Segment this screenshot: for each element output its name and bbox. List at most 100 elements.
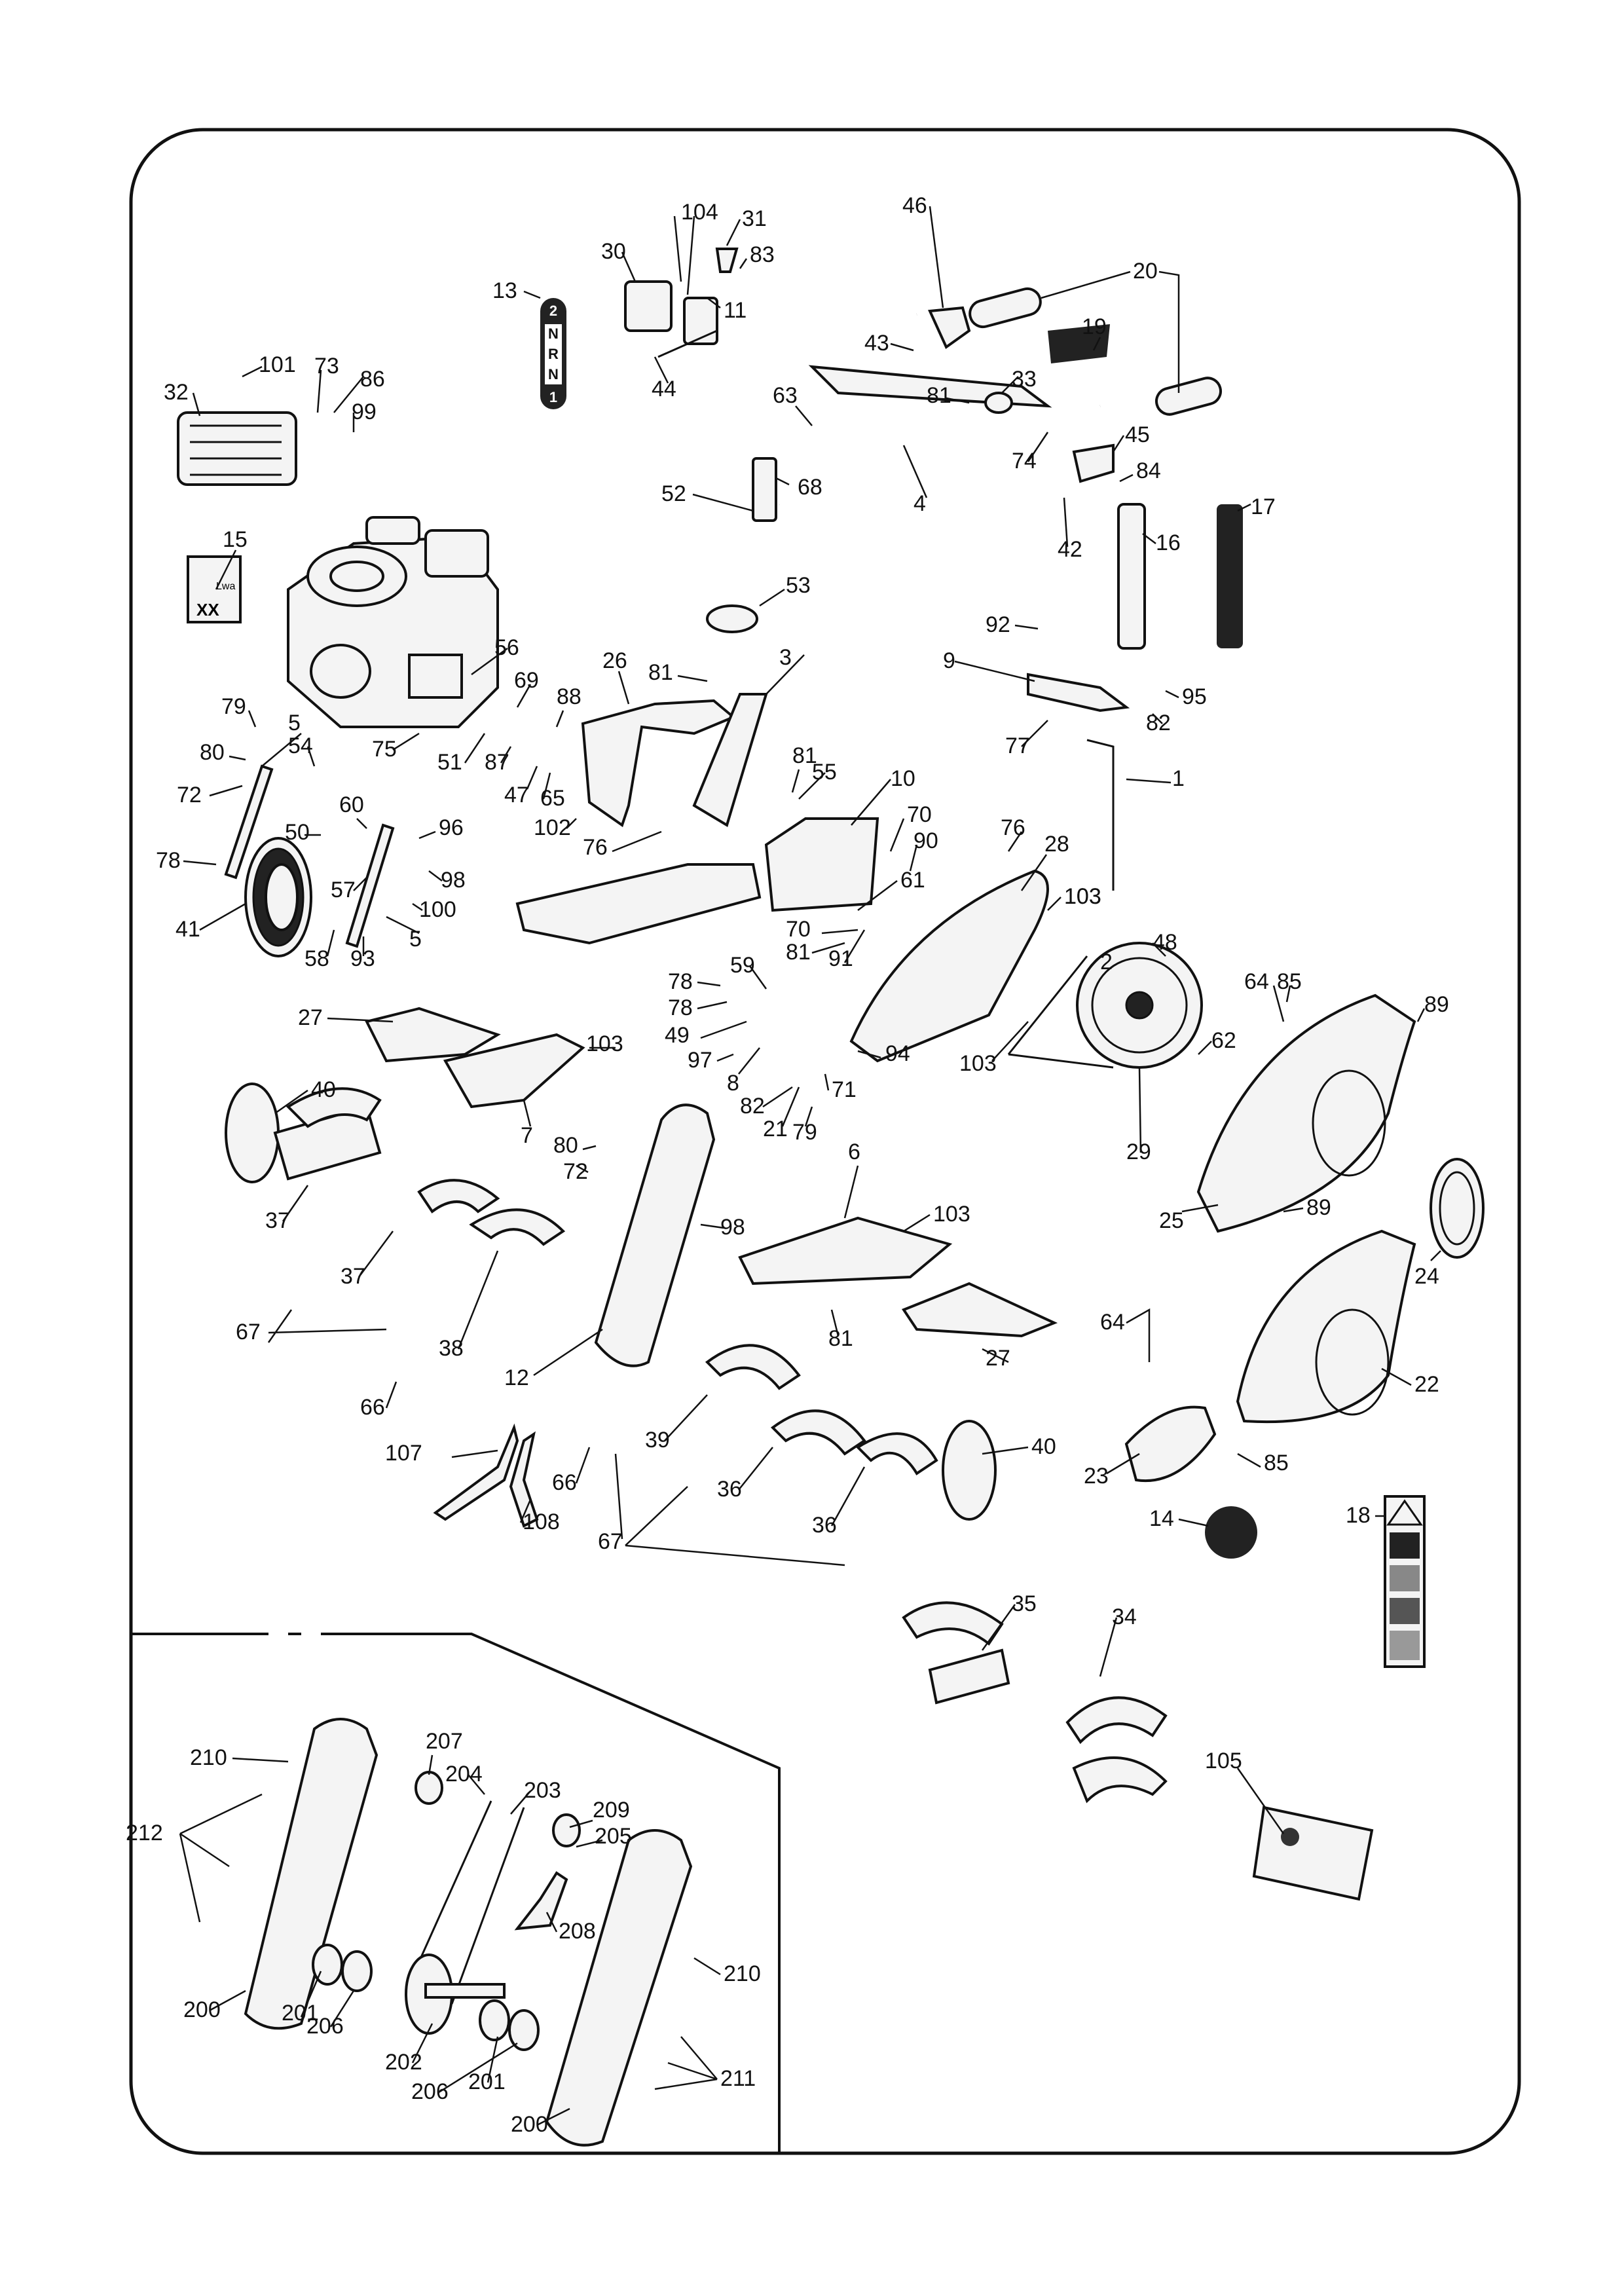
inset-chain-case-left <box>244 1718 378 2030</box>
callout-86: 86 <box>360 367 385 392</box>
callout-84: 84 <box>1136 458 1161 483</box>
inset-chain-case-right <box>545 1829 693 2147</box>
transport-wheel-part <box>244 837 312 957</box>
gear-label: 2 <box>549 303 557 319</box>
svg-text:XX: XX <box>196 600 219 620</box>
callout-69: 69 <box>514 668 539 693</box>
callout-26: 26 <box>602 648 627 673</box>
callout-92: 92 <box>986 612 1010 637</box>
callout-29: 29 <box>1126 1139 1151 1164</box>
callout-13: 13 <box>492 278 517 303</box>
callout-12: 12 <box>504 1365 529 1390</box>
warning-labels-part <box>1384 1495 1426 1668</box>
callout-81: 81 <box>828 1326 853 1351</box>
callout-19: 19 <box>1082 314 1107 339</box>
callout-206: 206 <box>411 2079 449 2104</box>
callout-labels: 1 2 3 4 5 5 6 7 8 9 10 11 12 13 14 15 16… <box>126 193 1449 2137</box>
tine-blade-part <box>433 1423 519 1521</box>
gear-sticker-part: 2 N R N 1 <box>540 298 566 409</box>
callout-70: 70 <box>907 802 932 827</box>
belt-cover-part <box>849 869 1049 1063</box>
callout-54: 54 <box>288 733 313 758</box>
engine-cover-part <box>1196 993 1416 1233</box>
callout-103: 103 <box>933 1202 970 1227</box>
callout-48: 48 <box>1153 930 1177 955</box>
callout-6: 6 <box>848 1139 860 1164</box>
leader-lines <box>179 206 1441 2126</box>
callout-46: 46 <box>902 193 927 218</box>
callout-17: 17 <box>1251 494 1276 519</box>
gear-label: N <box>548 366 559 382</box>
callout-27: 27 <box>986 1346 1010 1371</box>
seal-ring-part <box>1430 1158 1485 1259</box>
clutch-lever-part <box>928 306 971 350</box>
callout-204: 204 <box>445 1762 483 1787</box>
callout-55: 55 <box>812 760 837 785</box>
gear-shift-lever-part <box>624 248 739 358</box>
callout-103: 103 <box>586 1031 623 1056</box>
callout-36: 36 <box>717 1477 742 1502</box>
callout-98: 98 <box>720 1215 745 1240</box>
air-filter-cover-part <box>177 411 297 486</box>
tine-set-part <box>1065 1696 1168 1804</box>
callout-68: 68 <box>798 475 822 500</box>
callout-18: 18 <box>1346 1503 1371 1528</box>
tine-set-part <box>902 1601 1010 1705</box>
callout-37: 37 <box>341 1264 365 1289</box>
callout-51: 51 <box>437 750 462 775</box>
callout-59: 59 <box>730 953 755 978</box>
gear-label: N <box>548 325 559 342</box>
engine-label-part: Lwa XX <box>187 555 242 623</box>
callout-200: 200 <box>183 1997 221 2022</box>
callout-72: 72 <box>177 783 202 807</box>
callout-200: 200 <box>511 2112 548 2137</box>
callout-24: 24 <box>1414 1264 1439 1289</box>
depth-rod-part <box>1086 739 1115 891</box>
callout-15: 15 <box>223 527 248 552</box>
callout-90: 90 <box>913 828 938 853</box>
callout-81: 81 <box>927 383 951 408</box>
callout-30: 30 <box>601 239 626 264</box>
callout-104: 104 <box>681 200 718 225</box>
callout-210: 210 <box>190 1745 227 1770</box>
handle-nut-part <box>984 392 1013 414</box>
callout-66: 66 <box>552 1470 577 1495</box>
callout-207: 207 <box>426 1729 463 1754</box>
callout-20: 20 <box>1133 259 1158 284</box>
handle-grip-part <box>969 287 1222 416</box>
callout-210: 210 <box>724 1961 761 1986</box>
callout-108: 108 <box>523 1509 560 1534</box>
callout-97: 97 <box>688 1048 712 1073</box>
callout-81: 81 <box>786 940 811 965</box>
callout-53: 53 <box>786 573 811 598</box>
callout-91: 91 <box>828 946 853 971</box>
callout-80: 80 <box>553 1133 578 1158</box>
tine-blade-part <box>509 1431 539 1528</box>
callout-40: 40 <box>311 1077 336 1102</box>
callout-95: 95 <box>1182 684 1207 709</box>
callout-50: 50 <box>285 820 310 845</box>
callout-72: 72 <box>563 1159 588 1184</box>
wheel-bracket-part <box>345 823 395 948</box>
callout-64: 64 <box>1244 969 1269 994</box>
handle-label-part <box>1048 324 1110 363</box>
callout-36: 36 <box>812 1513 837 1538</box>
handle-sticker-right <box>1217 504 1243 648</box>
fender-part <box>901 1282 1058 1338</box>
callout-76: 76 <box>583 835 608 860</box>
callout-94: 94 <box>885 1041 910 1066</box>
callout-60: 60 <box>339 792 364 817</box>
callout-41: 41 <box>175 917 200 942</box>
callout-63: 63 <box>773 383 798 408</box>
callout-201: 201 <box>468 2069 506 2094</box>
callout-16: 16 <box>1156 530 1181 555</box>
inset-bearing-part <box>508 2009 540 2051</box>
page-frame <box>129 128 1521 2155</box>
callout-71: 71 <box>832 1077 857 1102</box>
callout-27: 27 <box>298 1005 323 1030</box>
callout-107: 107 <box>385 1441 422 1466</box>
callout-100: 100 <box>419 897 456 922</box>
callout-14: 14 <box>1149 1506 1174 1531</box>
callout-203: 203 <box>524 1778 561 1803</box>
handle-clamp-part <box>752 457 777 522</box>
